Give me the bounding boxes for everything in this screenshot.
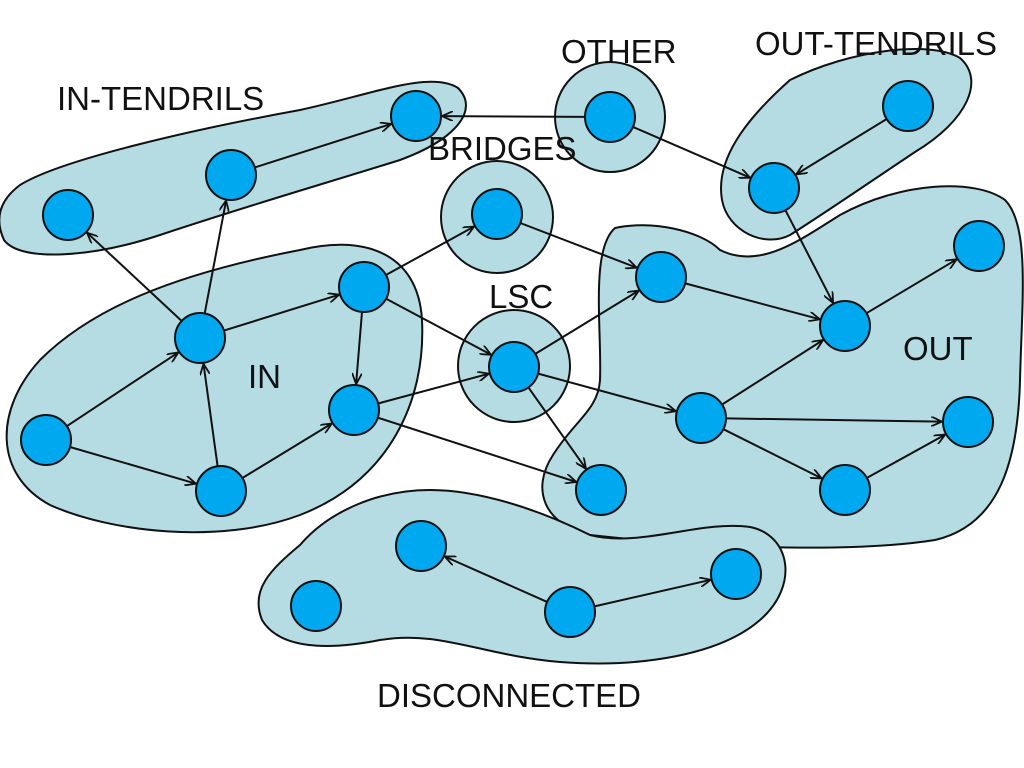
disconnected-region-label: DISCONNECTED xyxy=(377,677,642,714)
lsc-region-label: LSC xyxy=(489,278,554,315)
node-other xyxy=(584,91,636,143)
node-in-tendril-mid xyxy=(205,149,257,201)
in-region-label: IN xyxy=(248,358,281,395)
edge-out-tendril-top-to-out-tendril-bottom xyxy=(796,118,888,174)
node-disc-top xyxy=(395,520,447,572)
edge-out-middle-to-out-right xyxy=(725,418,942,421)
edge-in-lower-right-to-out-bottom-left xyxy=(377,416,577,482)
node-out-bottom-right xyxy=(819,464,871,516)
node-out-tendril-bottom xyxy=(748,162,800,214)
edge-out-bottom-right-to-out-right xyxy=(866,435,945,479)
edge-lsc-to-out-bottom-left xyxy=(527,386,586,468)
edge-in-center-to-in-tendril-left xyxy=(87,233,183,322)
edge-in-bottom-to-in-lower-right xyxy=(241,424,331,479)
out-tendrils-region-label: OUT-TENDRILS xyxy=(755,25,998,62)
node-in-lower-right xyxy=(328,384,380,436)
node-in-left xyxy=(20,414,72,466)
edge-out-middle-to-out-bottom-right xyxy=(722,428,821,478)
edge-bridge-to-out-upper-left xyxy=(519,222,636,268)
edge-out-middle-to-out-hub xyxy=(721,340,823,406)
edge-disc-mid-to-disc-right xyxy=(594,580,710,608)
other-region-label: OTHER xyxy=(561,33,677,70)
node-in-center xyxy=(174,312,226,364)
node-out-middle xyxy=(675,392,727,444)
edge-in-center-to-in-tendril-mid xyxy=(203,201,226,314)
edge-in-upper-right-to-in-lower-right xyxy=(356,311,363,384)
edge-out-tendril-bottom-to-out-hub xyxy=(784,209,833,303)
edge-other-to-in-tendril-top xyxy=(442,116,586,117)
node-out-tendril-top xyxy=(882,80,934,132)
edge-lsc-to-out-upper-left xyxy=(534,291,639,355)
edge-other-to-out-tendril-bottom xyxy=(632,125,750,178)
edge-out-hub-to-out-top-right xyxy=(865,259,957,315)
edge-in-left-to-in-center xyxy=(66,352,179,428)
node-in-tendril-left xyxy=(42,189,94,241)
edge-in-tendril-mid-to-in-tendril-top xyxy=(254,124,391,169)
bridges-region-label: BRIDGES xyxy=(428,130,577,167)
in-tendrils-region-label: IN-TENDRILS xyxy=(57,80,265,117)
edge-out-upper-left-to-out-hub xyxy=(684,282,820,319)
node-disc-right xyxy=(710,548,762,600)
edge-in-lower-right-to-lsc xyxy=(377,374,489,405)
edge-lsc-to-out-middle xyxy=(537,372,676,412)
node-out-bottom-left xyxy=(575,464,627,516)
node-in-bottom xyxy=(195,465,247,517)
edge-in-center-to-in-upper-right xyxy=(223,295,339,332)
node-out-hub xyxy=(819,300,871,352)
disconnected-region xyxy=(257,488,787,665)
out-region-label: OUT xyxy=(903,330,973,367)
node-lsc xyxy=(488,341,540,393)
node-disc-left xyxy=(290,580,342,632)
node-in-upper-right xyxy=(338,261,390,313)
node-out-top-right xyxy=(953,220,1005,272)
edges-layer xyxy=(66,116,957,608)
edge-in-upper-right-to-bridge xyxy=(385,227,474,276)
node-bridge xyxy=(471,188,523,240)
edge-disc-mid-to-disc-top xyxy=(445,557,548,603)
node-out-upper-left xyxy=(635,251,687,303)
node-in-tendril-top xyxy=(390,90,442,142)
edge-in-bottom-to-in-center xyxy=(204,364,219,467)
in-region xyxy=(5,243,424,534)
node-out-right xyxy=(942,396,994,448)
edge-in-upper-right-to-lsc xyxy=(385,297,491,355)
nodes-layer xyxy=(20,80,1005,638)
node-disc-mid xyxy=(544,586,596,638)
edge-in-left-to-in-bottom xyxy=(69,446,196,484)
